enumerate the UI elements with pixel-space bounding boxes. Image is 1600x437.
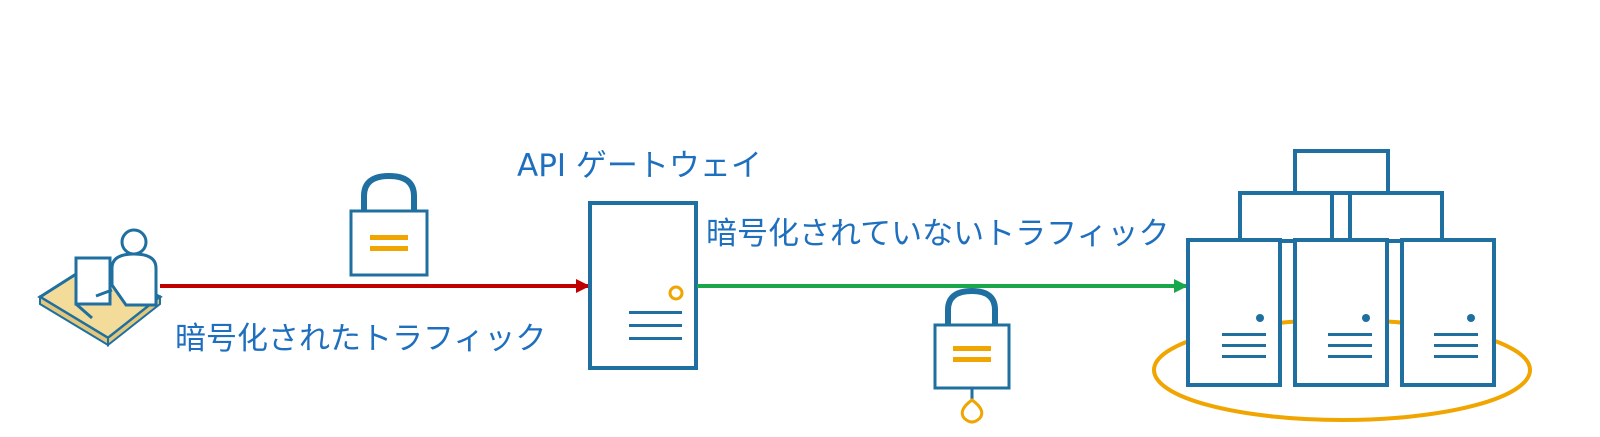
server-cluster-icon: [1152, 149, 1532, 422]
backend-server-icon: [1293, 238, 1389, 387]
backend-server-icon: [1400, 238, 1496, 387]
backend-server-icon: [1186, 238, 1282, 387]
lock-closed-icon: [349, 172, 429, 277]
encrypted-traffic-label: 暗号化されたトラフィック: [175, 321, 547, 357]
user-at-computer-icon: [37, 228, 163, 348]
lock-open-icon: [933, 287, 1011, 424]
gateway-label: API ゲートウェイ: [517, 148, 762, 184]
unencrypted-traffic-label: 暗号化されていないトラフィック: [706, 216, 1170, 252]
gateway-server-icon: [588, 201, 698, 370]
